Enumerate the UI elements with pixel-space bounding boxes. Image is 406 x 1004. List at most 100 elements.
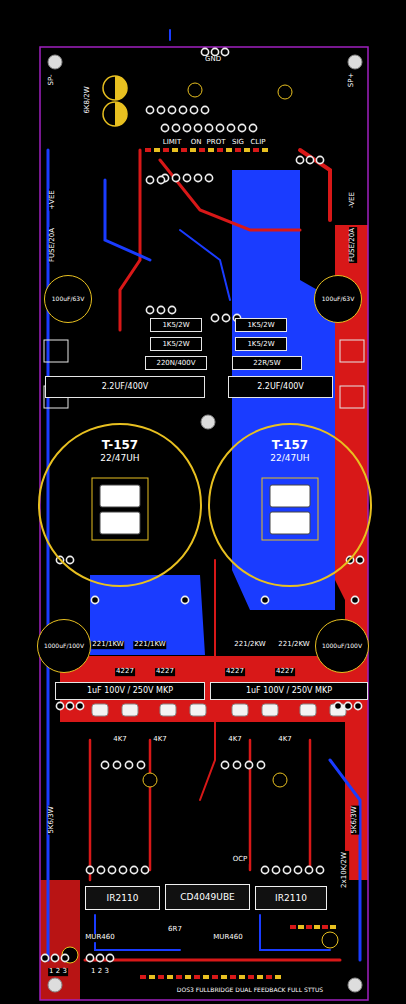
- pad: [86, 954, 93, 961]
- pad: [130, 866, 137, 873]
- smd-part: [203, 975, 209, 979]
- pad: [194, 124, 201, 131]
- smd-part: [167, 975, 173, 979]
- pad: [96, 954, 103, 961]
- pad: [272, 866, 279, 873]
- smd-part: [290, 925, 296, 929]
- pad: [101, 761, 108, 768]
- inductor: T-15722/47UH: [38, 423, 202, 587]
- pad: [211, 314, 218, 321]
- part-value: 1000uF/100V: [44, 643, 84, 650]
- pad: [86, 866, 93, 873]
- smd-part: [185, 975, 191, 979]
- smd-part: [208, 148, 214, 152]
- smd-part: [172, 148, 178, 152]
- smd-part: [322, 925, 328, 929]
- pad: [106, 954, 113, 961]
- pad: [249, 124, 256, 131]
- pad: [41, 954, 48, 961]
- pad: [146, 106, 153, 113]
- pad: [108, 866, 115, 873]
- pad: [316, 156, 323, 163]
- coil-core-pad: [100, 485, 310, 534]
- pad: [216, 124, 223, 131]
- silkscreen-label: +VEE: [49, 189, 57, 211]
- smd-part: [244, 148, 250, 152]
- part-value: CD4049UBE: [180, 892, 235, 902]
- mounting-hole: [48, 55, 362, 992]
- component-outline: 2.2UF/400V: [45, 376, 205, 398]
- silkscreen-label: 4K7: [152, 736, 168, 744]
- pad: [306, 156, 313, 163]
- silkscreen-label: 4K7: [277, 736, 293, 744]
- silkscreen-label: 221/1KW: [91, 641, 124, 649]
- pad: [183, 124, 190, 131]
- pad: [66, 556, 73, 563]
- component-outline: 1K5/2W: [235, 318, 287, 332]
- copper-pour-top: [335, 225, 368, 880]
- silkscreen-label: 4227: [155, 668, 175, 676]
- pad: [51, 954, 58, 961]
- pad: [168, 106, 175, 113]
- smd-part: [217, 148, 223, 152]
- smd-part: [154, 148, 160, 152]
- silkscreen-label: 5K6/3W: [351, 805, 359, 834]
- smd-part: [226, 148, 232, 152]
- silkscreen-label: FUSE/20A: [49, 227, 57, 263]
- pad: [172, 124, 179, 131]
- fuse-holder: [44, 340, 364, 408]
- part-value: 100uF/63V: [52, 296, 84, 303]
- pad: [346, 556, 353, 563]
- ic-package: IR2110: [85, 886, 160, 910]
- silkscreen-label: SP-: [48, 73, 56, 86]
- pad: [334, 702, 341, 709]
- smd-part: [275, 975, 281, 979]
- smd-part: [149, 975, 155, 979]
- part-value: 220N/400V: [156, 359, 195, 367]
- pad: [56, 556, 63, 563]
- pad: [344, 702, 351, 709]
- component-outline: 1K5/2W: [235, 337, 287, 351]
- silkscreen-label: 4K7: [112, 736, 128, 744]
- pad: [91, 596, 98, 603]
- component-outline: 1K5/2W: [150, 318, 202, 332]
- pad: [113, 761, 120, 768]
- silkscreen-label: FUSE/20A: [349, 227, 357, 263]
- part-value: T-157: [102, 439, 138, 453]
- part-value: 1uF 100V / 250V MKP: [87, 686, 173, 695]
- electrolytic-capacitor: [62, 76, 338, 963]
- smd-part: [140, 975, 146, 979]
- ic-package: IR2110: [255, 886, 327, 910]
- pad: [305, 866, 312, 873]
- pad: [168, 306, 175, 313]
- component-outline: 1K5/2W: [150, 337, 202, 351]
- pad: [221, 48, 228, 55]
- silkscreen-label: MUR460: [212, 934, 243, 942]
- silkscreen-label: ON: [190, 139, 203, 147]
- pad: [194, 174, 201, 181]
- smd-part: [330, 925, 336, 929]
- smd-part: [230, 975, 236, 979]
- pad: [233, 761, 240, 768]
- capacitor: 100uF/63V: [44, 275, 92, 323]
- part-value: 1uF 100V / 250V MKP: [246, 686, 332, 695]
- smd-part: [190, 148, 196, 152]
- silkscreen-label: 6K8/2W: [84, 85, 92, 114]
- part-value: 1K5/2W: [247, 321, 274, 329]
- silkscreen-label: 221/2KW: [233, 641, 266, 649]
- part-value: IR2110: [275, 893, 307, 903]
- pad: [238, 124, 245, 131]
- pad: [157, 106, 164, 113]
- pad: [354, 702, 361, 709]
- pad: [66, 702, 73, 709]
- smd-part: [212, 975, 218, 979]
- part-value: 22/47UH: [270, 453, 309, 463]
- pad: [141, 866, 148, 873]
- part-value: 1000uF/100V: [322, 643, 362, 650]
- part-value: 1K5/2W: [247, 340, 274, 348]
- smd-part: [235, 148, 241, 152]
- transistor-tab: [92, 704, 346, 716]
- pad: [257, 761, 264, 768]
